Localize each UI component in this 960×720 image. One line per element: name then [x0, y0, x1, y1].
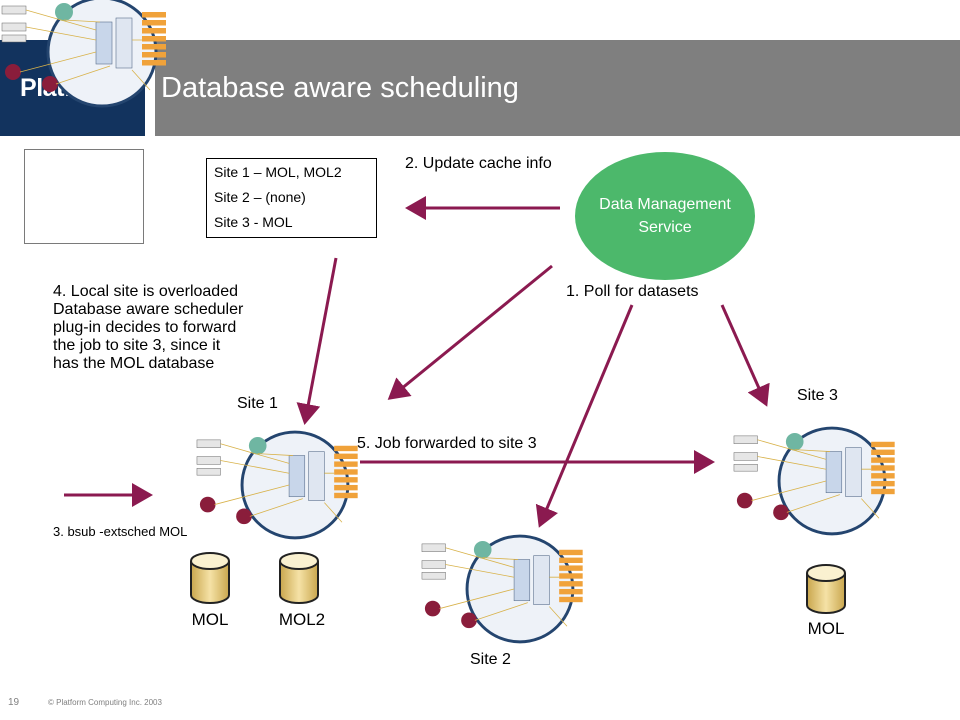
step-bsub-label: 3. bsub -extsched MOL [53, 524, 188, 539]
step-overload-note: 4. Local site is overloaded Database awa… [53, 283, 244, 372]
arrow-poll-site3 [720, 304, 770, 407]
step-forwarded-label: 5. Job forwarded to site 3 [357, 435, 537, 452]
site1-architecture-diagram [195, 430, 360, 540]
arrow-to-site1 [296, 257, 338, 425]
db-label-site1-mol: MOL [191, 610, 229, 629]
dms-line1: Data Management [599, 196, 731, 213]
site3-architecture-diagram [732, 426, 897, 536]
cache-row-site3: Site 3 - MOL [214, 214, 293, 230]
page-title: Database aware scheduling [161, 71, 519, 104]
site3-label: Site 3 [797, 387, 838, 404]
db-label-site3-mol: MOL [807, 619, 845, 638]
arrow-poll-site1 [387, 264, 553, 400]
arrow-poll-site2 [535, 304, 634, 528]
step-update-cache-label: 2. Update cache info [405, 155, 552, 172]
step-poll-label: 1. Poll for datasets [566, 283, 699, 300]
db-label-site1-mol2: MOL2 [278, 610, 326, 629]
db-icon-site1-mol [190, 552, 230, 604]
lsf-architecture-template [1, 0, 166, 108]
title-bar: Database aware scheduling [155, 40, 960, 136]
cache-info-table: Site 1 – MOL, MOL2 Site 2 – (none) Site … [206, 158, 377, 238]
copyright: © Platform Computing Inc. 2003 [48, 698, 162, 707]
empty-placeholder-box [24, 149, 144, 244]
page-number: 19 [8, 697, 20, 708]
dms-line2: Service [638, 219, 692, 236]
cache-row-site1: Site 1 – MOL, MOL2 [214, 164, 342, 180]
site2-label: Site 2 [470, 651, 511, 668]
site1-label: Site 1 [237, 395, 278, 412]
site2-architecture-diagram [420, 534, 585, 644]
cache-row-site2: Site 2 – (none) [214, 189, 306, 205]
db-icon-site3-mol [806, 564, 846, 614]
db-icon-site1-mol2 [279, 552, 319, 604]
